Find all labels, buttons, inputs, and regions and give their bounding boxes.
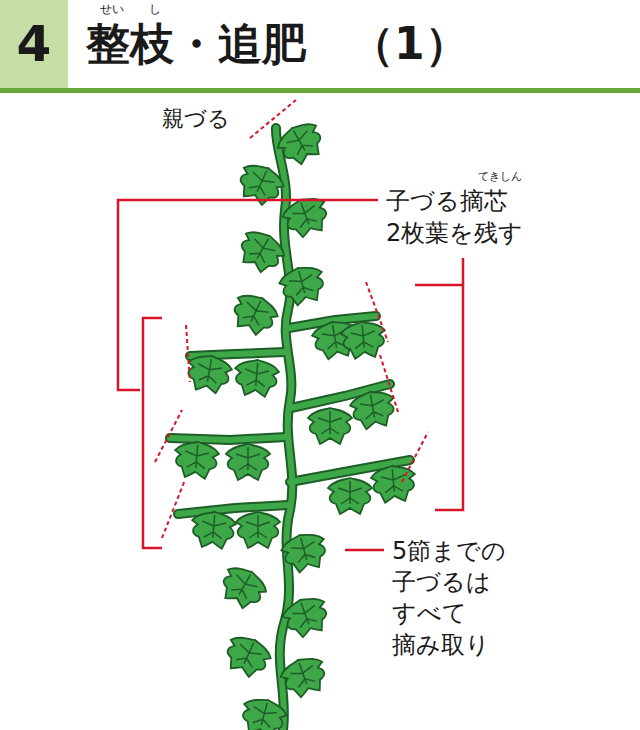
brackets <box>118 200 463 550</box>
leaf <box>277 262 329 308</box>
leaf <box>173 440 220 480</box>
leaves <box>173 117 417 730</box>
leaf <box>227 289 282 340</box>
furigana: せい <box>100 2 124 16</box>
number-box: 4 <box>0 0 68 88</box>
leaf <box>328 478 372 514</box>
furigana: てきしん <box>478 170 522 183</box>
leaf <box>308 408 352 444</box>
section-number: 4 <box>17 15 52 73</box>
leaf <box>220 631 275 682</box>
leaf <box>233 225 289 278</box>
leaf <box>273 117 329 170</box>
leaf <box>233 159 288 210</box>
leaf <box>237 694 289 730</box>
leaf <box>277 652 331 701</box>
vine-label: 親づる <box>162 106 230 132</box>
furigana: し <box>149 2 161 16</box>
leaf <box>340 320 387 360</box>
vine-stems <box>170 128 410 730</box>
leaf <box>226 444 270 480</box>
leaf <box>184 352 234 395</box>
callout-text: 子づる摘芯 2枚葉を残す <box>386 185 523 250</box>
leaf <box>190 510 237 550</box>
leaf <box>279 529 331 575</box>
leaf <box>215 561 271 614</box>
leaf <box>233 358 280 398</box>
leaf <box>236 512 280 548</box>
leaf <box>348 388 398 431</box>
title: 整枝・追肥 （1） <box>86 18 469 71</box>
leaf <box>370 464 417 504</box>
cut-marks <box>155 100 428 538</box>
leaf <box>279 592 333 641</box>
callout-text: 5節までの 子づるは すべて 摘み取り <box>392 536 506 661</box>
header-rule <box>0 88 640 93</box>
